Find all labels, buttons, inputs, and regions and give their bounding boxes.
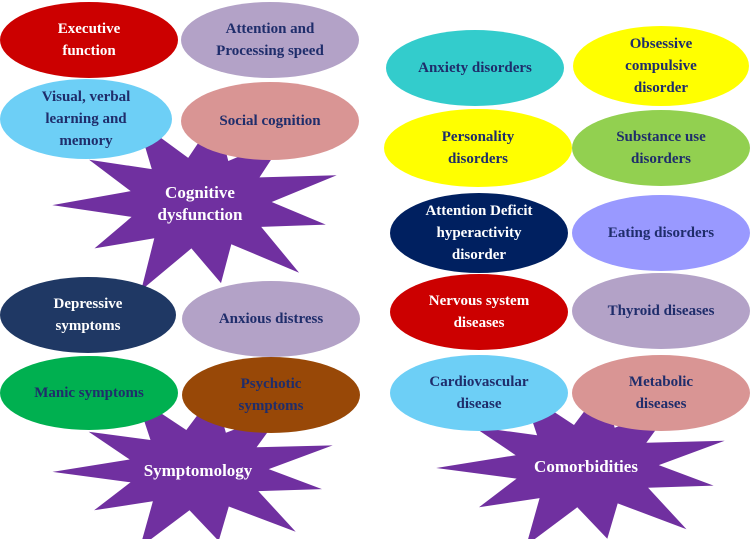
ellipse-eating-disorders bbox=[572, 195, 750, 271]
ellipse-anxiety-disorders bbox=[386, 30, 564, 106]
ellipse-cardiovascular-disease-label: Cardiovascular disease bbox=[429, 374, 529, 412]
ellipse-visual-verbal-learning-and-memory-label: Visual, verbal learning and memory bbox=[42, 89, 131, 149]
ellipse-anxious-distress-label: Anxious distress bbox=[219, 311, 323, 327]
ellipse-anxiety-disorders-label-line: Anxiety disorders bbox=[418, 60, 532, 76]
ellipse-nervous-system-diseases bbox=[390, 274, 568, 350]
ellipse-personality-disorders-label: Personality disorders bbox=[442, 129, 515, 167]
ellipse-attention-deficit-hyperactivity-disorder-label: Attention Deficit hyperactivity disorder bbox=[425, 203, 532, 263]
ellipse-anxiety-disorders-label: Anxiety disorders bbox=[418, 60, 532, 76]
ellipse-thyroid-diseases bbox=[572, 273, 750, 349]
ellipse-manic-symptoms-label-line: Manic symptoms bbox=[34, 385, 144, 401]
ellipse-personality-disorders-label-line: disorders bbox=[448, 151, 508, 167]
ellipse-obsessive-compulsive-disorder-label-line: disorder bbox=[634, 80, 689, 96]
ellipse-nervous-system-diseases-label-line: Nervous system bbox=[429, 293, 530, 309]
ellipse-psychotic-symptoms bbox=[182, 357, 360, 433]
ellipse-manic-symptoms bbox=[0, 356, 178, 430]
ellipse-executive-function-label-line: Executive bbox=[58, 21, 121, 37]
ellipse-nervous-system-diseases-label-line: diseases bbox=[454, 315, 505, 331]
ellipse-metabolic-diseases-label-line: Metabolic bbox=[629, 374, 693, 390]
ellipse-personality-disorders-label-line: Personality bbox=[442, 129, 515, 145]
ellipse-obsessive-compulsive-disorder-label: Obsessive compulsive disorder bbox=[625, 36, 697, 96]
ellipse-nervous-system-diseases-label: Nervous system diseases bbox=[429, 293, 530, 331]
symptomology-category-label: Symptomology bbox=[144, 461, 253, 480]
ellipse-obsessive-compulsive-disorder-label-line: compulsive bbox=[625, 58, 697, 74]
comorbidities-category-label-line: Comorbidities bbox=[534, 457, 638, 476]
ellipse-anxious-distress bbox=[182, 281, 360, 357]
ellipse-depressive-symptoms-label-line: symptoms bbox=[55, 318, 120, 334]
symptomology-category-label-line: Symptomology bbox=[144, 461, 253, 480]
ellipse-social-cognition-label-line: Social cognition bbox=[219, 113, 321, 129]
ellipse-anxious-distress-label-line: Anxious distress bbox=[219, 311, 323, 327]
ellipse-psychotic-symptoms-label-line: symptoms bbox=[238, 398, 303, 414]
ellipse-eating-disorders-label: Eating disorders bbox=[608, 225, 714, 241]
cognitive-category-label-line: dysfunction bbox=[157, 205, 243, 224]
ellipse-executive-function-label-line: function bbox=[62, 43, 116, 59]
ellipse-depressive-symptoms-label: Depressive symptoms bbox=[54, 296, 123, 334]
ellipse-depressive-symptoms-label-line: Depressive bbox=[54, 296, 123, 312]
comorbidities-category-label: Comorbidities bbox=[534, 457, 638, 476]
ellipse-attention-deficit-hyperactivity-disorder-label-line: Attention Deficit bbox=[425, 203, 532, 219]
ellipse-attention-deficit-hyperactivity-disorder-label-line: disorder bbox=[452, 247, 507, 263]
cognitive-category-label-line: Cognitive bbox=[165, 183, 235, 202]
ellipse-attention-deficit-hyperactivity-disorder bbox=[390, 193, 568, 273]
ellipse-depressive-symptoms bbox=[0, 277, 176, 353]
ellipse-executive-function bbox=[0, 2, 178, 78]
ellipse-thyroid-diseases-label-line: Thyroid diseases bbox=[608, 303, 715, 319]
ellipse-cardiovascular-disease-label-line: disease bbox=[457, 396, 502, 412]
ellipse-obsessive-compulsive-disorder-label-line: Obsessive bbox=[630, 36, 693, 52]
ellipse-attention-and-processing-speed bbox=[181, 2, 359, 78]
ellipse-substance-use-disorders-label-line: disorders bbox=[631, 151, 691, 167]
ellipse-personality-disorders bbox=[384, 109, 572, 187]
ellipse-metabolic-diseases-label: Metabolic diseases bbox=[629, 374, 693, 412]
ellipse-manic-symptoms-label: Manic symptoms bbox=[34, 385, 144, 401]
ellipse-executive-function-label: Executive function bbox=[58, 21, 121, 59]
ellipse-social-cognition-label: Social cognition bbox=[219, 113, 321, 129]
ellipse-social-cognition bbox=[181, 82, 359, 160]
ellipse-substance-use-disorders bbox=[572, 110, 750, 186]
ellipse-substance-use-disorders-label: Substance use disorders bbox=[616, 129, 706, 167]
ellipse-eating-disorders-label-line: Eating disorders bbox=[608, 225, 714, 241]
ellipse-psychotic-symptoms-label-line: Psychotic bbox=[241, 376, 302, 392]
ellipse-metabolic-diseases-label-line: diseases bbox=[636, 396, 687, 412]
cognitive-category-label: Cognitive dysfunction bbox=[157, 183, 243, 224]
ellipse-cardiovascular-disease bbox=[390, 355, 568, 431]
ellipse-visual-verbal-learning-and-memory-label-line: memory bbox=[59, 133, 113, 149]
ellipse-attention-deficit-hyperactivity-disorder-label-line: hyperactivity bbox=[437, 225, 522, 241]
ellipse-attention-and-processing-speed-label-line: Processing speed bbox=[216, 43, 324, 59]
ellipse-obsessive-compulsive-disorder bbox=[573, 26, 749, 106]
ellipse-visual-verbal-learning-and-memory-label-line: Visual, verbal bbox=[42, 89, 131, 105]
ellipse-visual-verbal-learning-and-memory bbox=[0, 79, 172, 159]
ellipse-cardiovascular-disease-label-line: Cardiovascular bbox=[429, 374, 529, 390]
ellipse-layer bbox=[0, 2, 750, 433]
ellipse-visual-verbal-learning-and-memory-label-line: learning and bbox=[45, 111, 127, 127]
ellipse-substance-use-disorders-label-line: Substance use bbox=[616, 129, 706, 145]
ellipse-thyroid-diseases-label: Thyroid diseases bbox=[608, 303, 715, 319]
ellipse-metabolic-diseases bbox=[572, 355, 750, 431]
ellipse-attention-and-processing-speed-label-line: Attention and bbox=[226, 21, 315, 37]
ellipse-psychotic-symptoms-label: Psychotic symptoms bbox=[238, 376, 303, 414]
